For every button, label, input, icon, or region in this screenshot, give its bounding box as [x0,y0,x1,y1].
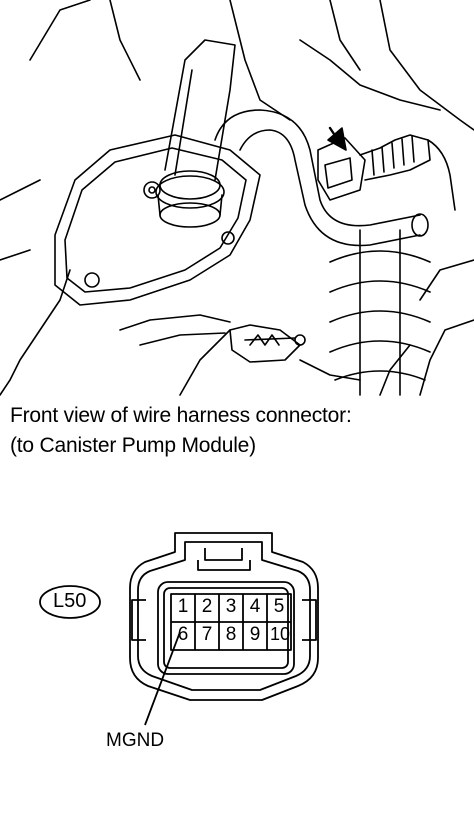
harness-connector [317,134,456,211]
pin-8: 8 [225,624,237,645]
connector-code: L50 [53,590,87,612]
pin-4: 4 [249,596,261,617]
vertical-pipe [143,39,236,228]
lower-bracket [119,314,361,381]
pin-1: 1 [177,596,189,617]
bracket-tray [54,134,261,306]
background-structure [0,0,474,396]
connector-body [39,532,319,726]
caption-line-1: Front view of wire harness connector: [10,404,352,427]
coil-spring [329,229,431,396]
pin-9: 9 [249,624,261,645]
pin-10: 10 [269,624,291,644]
connector-code-oval [39,585,101,619]
mgnd-callout-line [144,631,181,726]
pin-3: 3 [225,596,237,617]
pin-2: 2 [201,596,213,617]
pin-6: 6 [177,624,189,645]
caption-line-2: (to Canister Pump Module) [10,434,256,457]
arrow-icon [327,126,347,151]
engine-bay-illustration [0,0,474,396]
pin-5: 5 [273,596,285,617]
pin-7: 7 [201,624,213,645]
mgnd-label: MGND [106,730,165,751]
connector-front-view: L50 1 2 3 4 5 6 7 8 9 10 MGND [0,510,474,814]
curved-hose [214,109,429,247]
